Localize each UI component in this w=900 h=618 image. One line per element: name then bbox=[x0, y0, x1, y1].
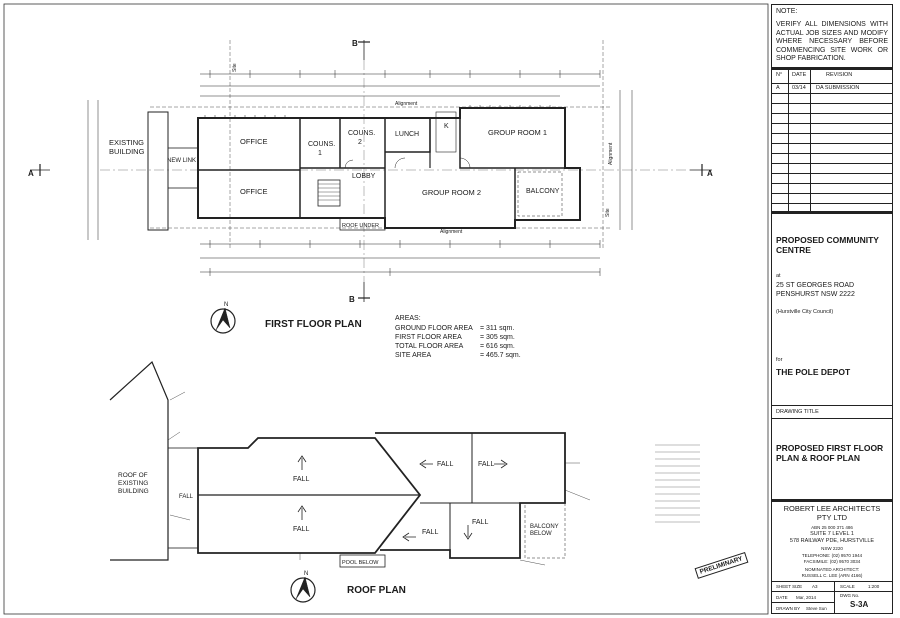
for-label: for bbox=[776, 357, 783, 363]
roof-existing-label-1: ROOF OF bbox=[118, 472, 148, 479]
pool-below-label: POOL BELOW bbox=[342, 560, 379, 566]
rev-header-revision: REVISION bbox=[826, 72, 853, 78]
room-office-bottom: OFFICE bbox=[240, 187, 268, 196]
alignment-right-label: Alignment bbox=[608, 142, 614, 165]
areas-schedule: AREAS: GROUND FLOOR AREA = 311 sqm. FIRS… bbox=[395, 315, 521, 359]
section-b-top-label: B bbox=[352, 39, 358, 48]
site-right-label: Site bbox=[605, 208, 611, 217]
existing-building-label-2: BUILDING bbox=[109, 147, 145, 156]
north-label-roof: N bbox=[304, 571, 308, 577]
areas-site-value: = 465.7 sqm. bbox=[480, 352, 521, 359]
roof-fall-5: FALL bbox=[422, 529, 438, 536]
drawing-title: PROPOSED FIRST FLOOR PLAN & ROOF PLAN bbox=[776, 443, 884, 463]
room-group-1: GROUP ROOM 1 bbox=[488, 128, 547, 137]
first-floor-plan bbox=[30, 40, 712, 302]
sheet-size-label: SHEET SIZE bbox=[776, 584, 803, 589]
room-couns-1-num: 1 bbox=[318, 150, 322, 157]
roof-fall-1: FALL bbox=[293, 476, 309, 483]
roof-fall-6: FALL bbox=[472, 519, 488, 526]
address-line-1: 25 ST GEORGES ROAD bbox=[776, 282, 855, 289]
date-label: DATE bbox=[776, 595, 788, 600]
drawn-by-label: DRAWN BY bbox=[776, 606, 801, 611]
date-value: Mar, 2014 bbox=[796, 595, 817, 600]
room-lobby: LOBBY bbox=[352, 173, 376, 180]
north-label-first-floor: N bbox=[224, 302, 228, 308]
firm-facsimile: FACSIMILE: (02) 9570 3034 bbox=[803, 559, 861, 564]
rev-row-revision: DA SUBMISSION bbox=[816, 85, 860, 91]
firm-telephone: TELEPHONE: (02) 9570 1944 bbox=[801, 553, 863, 558]
dwg-no-value: S-3A bbox=[850, 600, 869, 609]
areas-heading: AREAS: bbox=[395, 315, 421, 322]
room-couns-2: COUNS. bbox=[348, 130, 375, 137]
balcony-below-label-1: BALCONY bbox=[530, 524, 559, 530]
areas-ground-value: = 311 sqm. bbox=[480, 325, 514, 332]
note-text: VERIFY ALL DIMENSIONS WITH ACTUAL JOB SI… bbox=[776, 21, 888, 62]
areas-ground-label: GROUND FLOOR AREA bbox=[395, 325, 473, 332]
dwg-no-label: DWG No. bbox=[840, 593, 860, 598]
roof-fall-3: FALL bbox=[437, 461, 453, 468]
sheet-border bbox=[3, 3, 769, 615]
roof-existing-label-3: BUILDING bbox=[118, 488, 149, 495]
firm-state: NSW 2220 bbox=[821, 546, 843, 551]
alignment-top-label: Alignment bbox=[395, 101, 418, 107]
title-block: NOTE: VERIFY ALL DIMENSIONS WITH ACTUAL … bbox=[771, 4, 893, 614]
areas-total-label: TOTAL FLOOR AREA bbox=[395, 343, 464, 350]
roof-link-fall: FALL bbox=[179, 494, 194, 500]
sheet-size-value: A3 bbox=[812, 584, 818, 589]
rev-header-no: N° bbox=[776, 72, 783, 78]
scale-value: 1:200 bbox=[868, 584, 880, 589]
areas-site-label: SITE AREA bbox=[395, 352, 432, 359]
rev-header-date: DATE bbox=[792, 72, 807, 78]
nominated-architect: RUSSELL C. LEE (ARN 4166) bbox=[801, 573, 863, 578]
roof-labels: ROOF OF EXISTING BUILDING FALL FALL FALL… bbox=[118, 461, 559, 566]
existing-building-label-1: EXISTING bbox=[109, 138, 144, 147]
room-group-2: GROUP ROOM 2 bbox=[422, 188, 481, 197]
firm-name: ROBERT LEE ARCHITECTS PTY LTD bbox=[783, 504, 881, 522]
roof-existing-label-2: EXISTING bbox=[118, 480, 148, 487]
section-a-right-label: A bbox=[707, 169, 713, 178]
drawn-by-value: Steve Sun bbox=[806, 606, 827, 611]
nominated-architect-label: NOMINATED ARCHITECT: bbox=[804, 567, 860, 572]
roof-fall-4: FALL bbox=[478, 461, 494, 468]
at-label: at bbox=[776, 273, 781, 279]
note-heading: NOTE: bbox=[776, 8, 798, 15]
address-line-2: PENSHURST NSW 2222 bbox=[776, 291, 855, 298]
firm-abn: ABN 25 000 371 486 bbox=[811, 525, 853, 530]
client-name: THE POLE DEPOT bbox=[776, 367, 851, 377]
first-floor-plan-title: FIRST FLOOR PLAN bbox=[265, 319, 362, 330]
site-top-label: Site bbox=[232, 63, 238, 72]
room-balcony: BALCONY bbox=[526, 188, 560, 195]
balcony-below-label-2: BELOW bbox=[530, 531, 552, 537]
section-b-bottom-label: B bbox=[349, 295, 355, 304]
roof-plan-title: ROOF PLAN bbox=[347, 585, 406, 596]
council-label: (Hurstville City Council) bbox=[776, 309, 834, 315]
project-title: PROPOSED COMMUNITY CENTRE bbox=[776, 235, 879, 255]
drawing-title-label: DRAWING TITLE bbox=[776, 409, 819, 415]
scale-label: SCALE bbox=[840, 584, 855, 589]
roof-plan bbox=[109, 360, 700, 568]
room-couns-1: COUNS. bbox=[308, 141, 335, 148]
room-lunch: LUNCH bbox=[395, 131, 419, 138]
firm-street: 578 RAILWAY PDE, HURSTVILLE bbox=[789, 538, 875, 544]
roof-fall-2: FALL bbox=[293, 526, 309, 533]
alignment-bottom-label: Alignment bbox=[440, 229, 463, 235]
roof-under-label: ROOF UNDER bbox=[342, 223, 379, 229]
areas-first-label: FIRST FLOOR AREA bbox=[395, 334, 462, 341]
areas-first-value: = 305 sqm. bbox=[480, 334, 515, 341]
room-couns-2-num: 2 bbox=[358, 139, 362, 146]
north-arrow-roof bbox=[290, 576, 316, 603]
areas-total-value: = 616 sqm. bbox=[480, 343, 515, 350]
firm-suite: SUITE 7 LEVEL 1 bbox=[810, 531, 854, 537]
room-kitchen: K bbox=[444, 123, 449, 130]
new-link-label: NEW LINK bbox=[167, 158, 196, 164]
section-a-left-label: A bbox=[28, 169, 34, 178]
rev-row-no: A bbox=[776, 85, 780, 91]
rev-row-date: 03/14 bbox=[792, 85, 806, 91]
north-arrow-first-floor bbox=[210, 307, 236, 334]
first-floor-labels: B B A A EXISTING BUILDING NEW LINK OFFIC… bbox=[28, 39, 713, 304]
room-office-top: OFFICE bbox=[240, 137, 268, 146]
